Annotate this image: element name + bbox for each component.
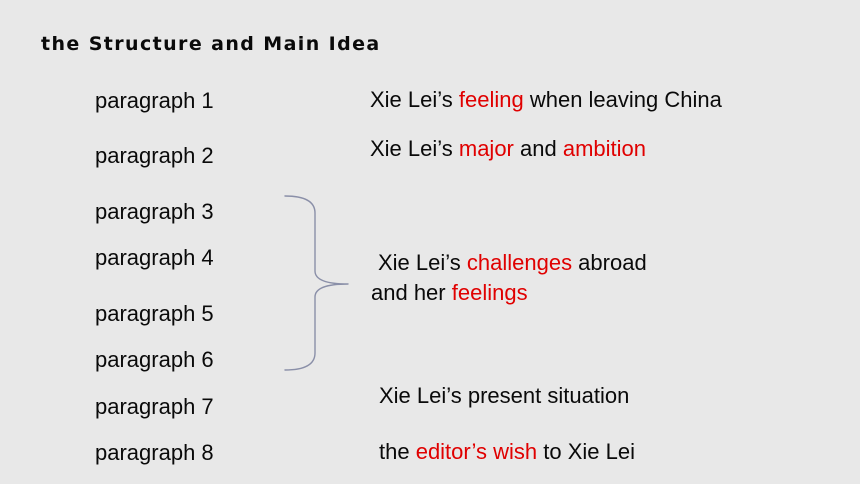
main-idea-highlight: challenges [466,250,573,275]
main-idea-paragraphs-3-6-line-1: Xie Lei’s challenges abroad [378,248,647,278]
main-idea-text: Xie Lei’s [378,250,467,275]
paragraph-label-7: paragraph 7 [95,394,214,419]
main-idea-text: when leaving China [523,87,722,112]
paragraph-label-2: paragraph 2 [95,143,214,168]
main-idea-text: the [379,439,416,464]
main-idea-highlight: ambition [562,136,646,161]
main-idea-text: and her [371,280,452,305]
main-idea-highlight: major [458,136,514,161]
main-idea-paragraph-8: the editor’s wish to Xie Lei [379,437,635,467]
main-idea-paragraph-1: Xie Lei’s feeling when leaving China [370,85,722,115]
main-idea-text: Xie Lei’s present situation [379,383,630,408]
paragraph-label-4: paragraph 4 [95,245,214,270]
paragraph-label-1: paragraph 1 [95,88,214,113]
main-idea-text: and [513,136,563,161]
main-idea-text: to Xie Lei [537,439,636,464]
paragraph-label-3: paragraph 3 [95,199,214,224]
main-idea-paragraphs-3-6-line-2: and her feelings [371,278,528,308]
main-idea-highlight: editor’s wish [415,439,538,464]
paragraph-label-5: paragraph 5 [95,301,214,326]
paragraph-label-8: paragraph 8 [95,440,214,465]
main-idea-paragraph-2: Xie Lei’s major and ambition [370,134,646,164]
main-idea-paragraph-7: Xie Lei’s present situation [379,381,629,411]
curly-brace-icon [284,195,349,371]
slide-title: the Structure and Main Idea [41,33,381,55]
main-idea-highlight: feelings [451,280,528,305]
main-idea-text: abroad [572,250,647,275]
main-idea-text: Xie Lei’s [370,136,459,161]
main-idea-highlight: feeling [458,87,524,112]
main-idea-text: Xie Lei’s [370,87,459,112]
paragraph-label-6: paragraph 6 [95,347,214,372]
